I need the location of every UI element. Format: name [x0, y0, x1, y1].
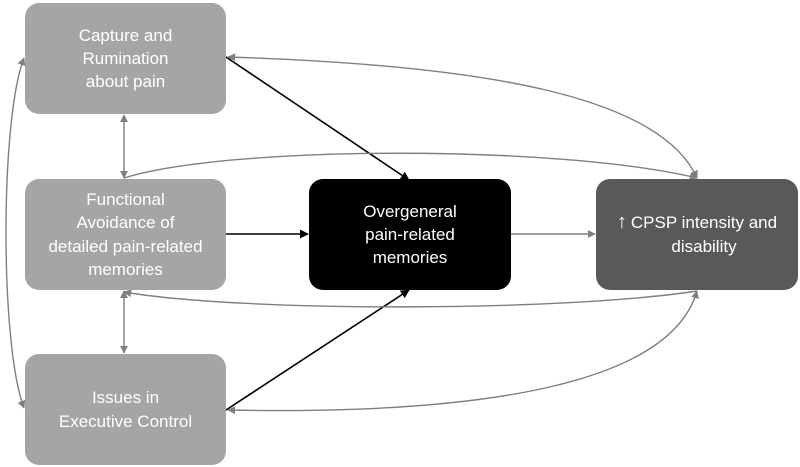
up-arrow-icon: ↑ [616, 211, 627, 234]
functional-avoidance-box: Functional Avoidance of detailed pain-re… [25, 179, 226, 290]
cpsp-outcome-label: CPSP intensity and disability [630, 213, 778, 256]
overgeneral-memories-box: Overgeneral pain-related memories [309, 179, 511, 290]
executive-control-box: Issues in Executive Control [25, 354, 226, 465]
overgeneral-memories-label: Overgeneral pain-related memories [363, 201, 457, 268]
capture-rumination-label: Capture and Rumination about pain [78, 25, 173, 92]
arrow-cpsp-to-avoidance-bottom [123, 289, 698, 308]
cpsp-outcome-box: ↑ CPSP intensity and disability [596, 179, 798, 290]
arrow-capture-executive-bidirectional [5, 57, 26, 409]
arrow-avoidance-top-to-cpsp [123, 152, 698, 181]
capture-rumination-box: Capture and Rumination about pain [25, 3, 226, 114]
executive-control-label: Issues in Executive Control [58, 388, 193, 431]
arrow-capture-to-overgeneral [225, 56, 410, 181]
arrow-executive-to-overgeneral [225, 289, 410, 411]
functional-avoidance-label: Functional Avoidance of detailed pain-re… [48, 189, 203, 279]
arrow-executive-cpsp-bidirectional [227, 290, 699, 415]
arrow-capture-cpsp-bidirectional [227, 53, 698, 179]
